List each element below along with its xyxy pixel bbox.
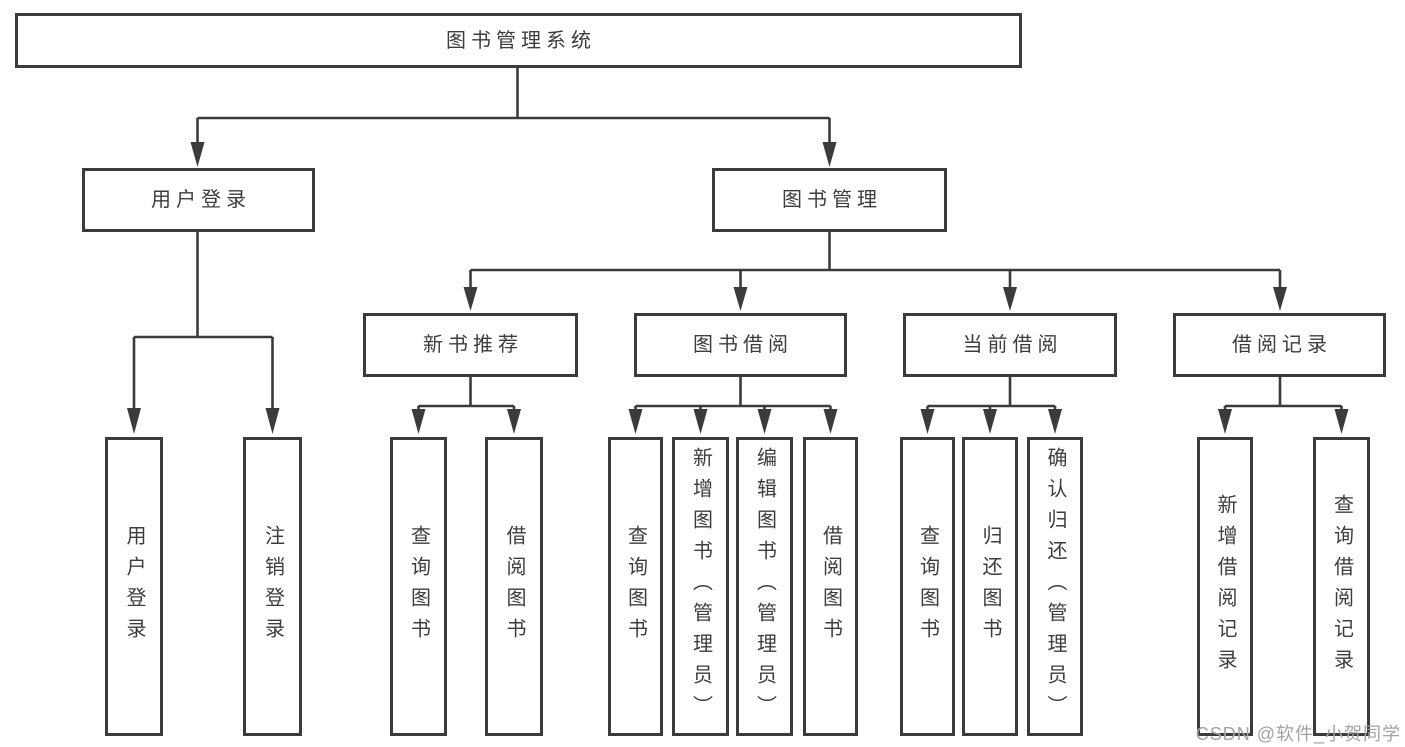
connector-records-to-leaves xyxy=(1218,377,1349,434)
connector-line xyxy=(926,377,1057,412)
node-root: 图书管理系统 xyxy=(15,13,1022,68)
leaf-borrow-books: 借阅图书 xyxy=(803,437,858,736)
connector-root-to-level2 xyxy=(190,68,837,167)
connector-recommend-to-leaves xyxy=(411,377,521,434)
leaf-query-borrow-record: 查询借阅记录 xyxy=(1313,437,1370,736)
arrowhead xyxy=(127,408,141,434)
arrowhead xyxy=(1334,409,1349,434)
leaf-label: 新增图书（管理员） xyxy=(689,447,712,726)
arrowhead xyxy=(983,409,997,434)
node-current-borrow: 当前借阅 xyxy=(903,313,1117,377)
leaf-user-login: 用户登录 xyxy=(105,437,163,736)
arrowhead xyxy=(411,409,426,434)
arrowhead xyxy=(693,409,708,434)
arrowhead xyxy=(822,142,837,167)
connector-line xyxy=(634,377,832,412)
arrowhead xyxy=(1218,409,1232,434)
node-root-label: 图书管理系统 xyxy=(446,29,596,52)
node-book-management: 图书管理 xyxy=(712,168,947,232)
arrowhead xyxy=(463,287,478,311)
leaf-confirm-return-admin: 确认归还（管理员） xyxy=(1027,437,1083,736)
connector-user-login-to-leaves xyxy=(127,232,280,434)
leaf-add-borrow-record: 新增借阅记录 xyxy=(1197,437,1253,736)
arrowhead xyxy=(733,287,748,311)
leaf-label: 编辑图书（管理员） xyxy=(753,447,776,726)
node-label: 当前借阅 xyxy=(962,334,1063,356)
leaf-label: 用户登录 xyxy=(123,524,145,649)
leaf-label: 确认归还（管理员） xyxy=(1044,447,1066,726)
leaf-add-book-admin: 新增图书（管理员） xyxy=(672,437,729,736)
arrowhead xyxy=(823,409,838,434)
connector-current-to-leaves xyxy=(920,377,1062,434)
leaf-label: 查询图书 xyxy=(407,524,430,649)
node-label: 图书借阅 xyxy=(693,334,793,356)
connector-line xyxy=(132,232,274,412)
leaf-label: 新增借阅记录 xyxy=(1214,493,1236,680)
node-book-borrow: 图书借阅 xyxy=(634,313,847,377)
node-label: 用户登录 xyxy=(151,189,251,211)
arrowhead xyxy=(920,409,935,434)
leaf-label: 注销登录 xyxy=(261,524,284,649)
node-label: 新书推荐 xyxy=(423,334,523,356)
node-new-book-recommend: 新书推荐 xyxy=(363,313,578,377)
node-user-login: 用户登录 xyxy=(82,168,315,232)
arrowhead xyxy=(1048,409,1062,434)
leaf-label: 归还图书 xyxy=(979,524,1001,649)
arrowhead xyxy=(507,409,521,434)
node-label: 借阅记录 xyxy=(1232,334,1332,356)
leaf-borrow-books-recommend: 借阅图书 xyxy=(485,437,543,736)
connector-line xyxy=(1223,377,1343,412)
arrowhead xyxy=(628,409,643,434)
arrowhead xyxy=(190,142,205,167)
connector-line xyxy=(469,232,1282,290)
node-label: 图书管理 xyxy=(782,189,882,211)
leaf-return-book: 归还图书 xyxy=(962,437,1018,736)
connector-line xyxy=(196,68,831,146)
leaf-label: 查询借阅记录 xyxy=(1330,493,1353,680)
arrowhead xyxy=(757,409,772,434)
connector-borrow-to-leaves xyxy=(628,377,838,434)
leaf-edit-book-admin: 编辑图书（管理员） xyxy=(736,437,793,736)
leaf-label: 查询图书 xyxy=(916,524,939,649)
arrowhead xyxy=(1003,287,1017,311)
leaf-query-books-current: 查询图书 xyxy=(900,437,955,736)
leaf-query-books-recommend: 查询图书 xyxy=(390,437,447,736)
leaf-label: 查询图书 xyxy=(624,524,647,649)
csdn-watermark: CSDN @软件_小贺同学 xyxy=(1195,724,1401,744)
node-borrow-records: 借阅记录 xyxy=(1173,313,1386,377)
arrowhead xyxy=(265,408,280,434)
connector-line xyxy=(417,377,516,412)
leaf-label: 借阅图书 xyxy=(819,524,842,649)
connector-book-management-to-level3 xyxy=(463,232,1287,311)
leaf-logout: 注销登录 xyxy=(243,437,302,736)
leaf-query-books-borrow: 查询图书 xyxy=(608,437,663,736)
arrowhead xyxy=(1273,287,1287,311)
leaf-label: 借阅图书 xyxy=(503,524,525,649)
